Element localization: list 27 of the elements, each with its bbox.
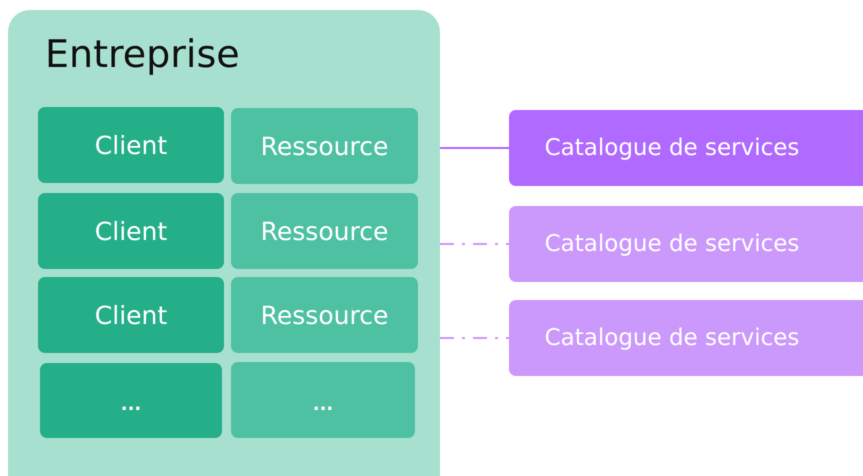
resource-box [231,108,418,184]
box-label: Catalogue de services [544,325,800,351]
box-label: Client [94,300,168,330]
box-label: ... [120,394,142,415]
connector-line [440,337,509,339]
box-label: Catalogue de services [544,231,800,257]
box-label: Catalogue de services [544,135,800,161]
connector-line [440,243,509,245]
box-label: Ressource [260,300,388,330]
catalog-box [509,300,863,376]
client-box [38,107,224,183]
client-box [38,277,224,353]
group-title: Entreprise [45,32,240,76]
connector-line [440,147,509,149]
box-label: Client [94,130,168,160]
placeholder-box [40,363,222,438]
box-label: ... [312,394,334,414]
client-box [38,193,224,269]
catalog-box [509,206,863,282]
box-label: Client [94,216,168,246]
resource-box [231,193,418,269]
box-label: Ressource [260,132,388,160]
group-container [8,10,440,476]
catalog-box [509,110,863,186]
placeholder-box [231,362,415,438]
resource-box [231,277,418,353]
box-label: Ressource [260,216,388,246]
